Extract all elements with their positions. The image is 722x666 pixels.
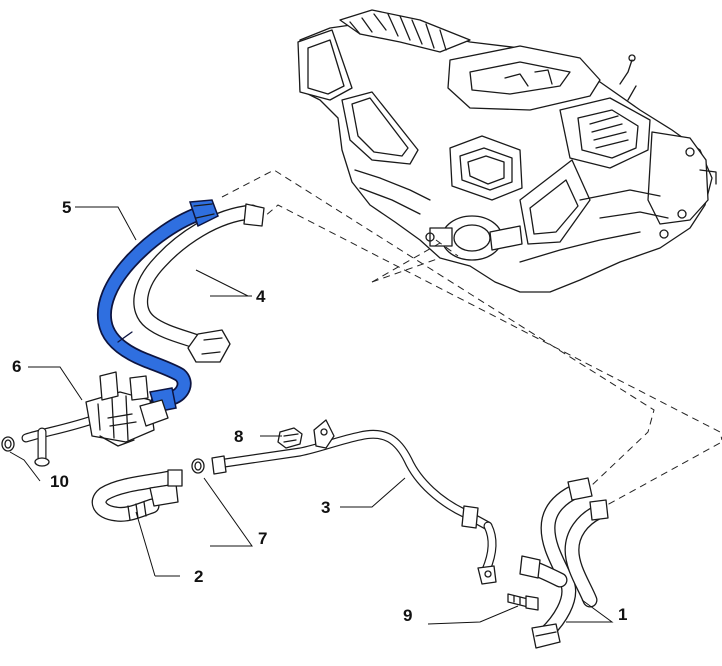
callout-leaders — [9, 206, 614, 625]
callout-numbers: 5 4 6 10 8 3 2 7 9 1 — [12, 198, 627, 625]
callout-10: 10 — [50, 472, 69, 491]
callout-5: 5 — [62, 198, 71, 217]
callout-6: 6 — [12, 357, 21, 376]
heater-unit-assembly — [297, 9, 717, 293]
hose-1 — [519, 477, 609, 649]
valve-pipe-assembly-6 — [21, 371, 169, 467]
bolt-8 — [277, 427, 303, 449]
pipe-3 — [211, 419, 497, 585]
hose-2 — [91, 469, 183, 522]
hose-4 — [133, 203, 265, 363]
callout-4: 4 — [256, 287, 266, 306]
clamp-7 — [191, 458, 205, 474]
callout-1: 1 — [618, 605, 627, 624]
callout-8: 8 — [234, 427, 243, 446]
callout-9: 9 — [403, 606, 412, 625]
routing-dashed-lines — [221, 169, 722, 511]
bolt-9 — [507, 593, 539, 611]
hose-5-highlighted — [96, 199, 219, 413]
clamp-10 — [1, 436, 15, 452]
callout-3: 3 — [321, 498, 330, 517]
callout-2: 2 — [194, 567, 203, 586]
callout-7: 7 — [258, 529, 267, 548]
